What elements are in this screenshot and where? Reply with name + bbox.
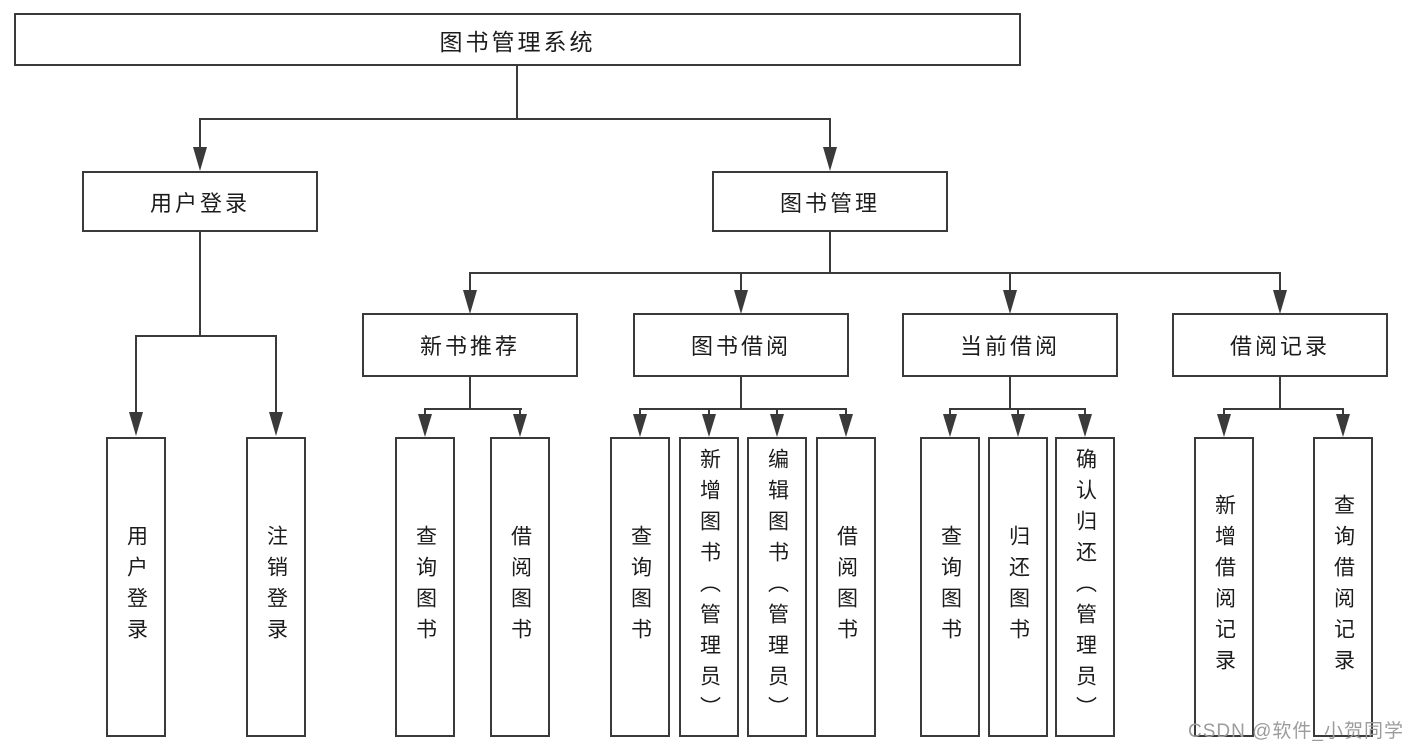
leaf-borrow-add-books-admin-label: 新增图书（管理员）: [697, 447, 721, 727]
leaf-recommend-borrow-books-label: 借阅图书: [508, 525, 532, 649]
connector-line: [1009, 272, 1011, 291]
node-book-borrow: 图书借阅: [633, 313, 849, 377]
leaf-borrow-edit-books-admin: 编辑图书（管理员）: [747, 437, 807, 737]
connector-line: [708, 408, 710, 416]
connector-line: [1017, 408, 1019, 416]
connector-line: [949, 408, 951, 416]
connector-line: [1009, 377, 1011, 410]
connector-line: [639, 408, 847, 410]
connector-line: [740, 272, 742, 291]
connector-arrow-down: [1273, 290, 1287, 314]
connector-arrow-down: [770, 414, 784, 437]
leaf-records-add-record: 新增借阅记录: [1194, 437, 1254, 737]
leaf-recommend-borrow-books: 借阅图书: [490, 437, 550, 737]
connector-line: [519, 408, 521, 416]
leaf-records-add-record-label: 新增借阅记录: [1212, 494, 1236, 680]
connector-line: [469, 272, 471, 291]
node-book-management-label: 图书管理: [779, 190, 880, 216]
connector-line: [469, 377, 471, 410]
leaf-current-query-books-label: 查询图书: [938, 525, 962, 649]
connector-line: [1084, 408, 1086, 416]
node-current-borrow: 当前借阅: [902, 313, 1118, 377]
connector-line: [639, 408, 641, 416]
connector-line: [199, 118, 831, 120]
connector-line: [135, 335, 277, 337]
leaf-current-return-books-label: 归还图书: [1006, 525, 1030, 649]
node-current-borrow-label: 当前借阅: [959, 334, 1060, 359]
leaf-borrow-borrow-books: 借阅图书: [816, 437, 876, 737]
node-borrow-records: 借阅记录: [1172, 313, 1388, 377]
connector-line: [199, 232, 201, 337]
node-book-borrow-label: 图书借阅: [690, 334, 791, 359]
node-new-book-recommend: 新书推荐: [362, 313, 578, 377]
leaf-logout: 注销登录: [246, 437, 306, 737]
connector-arrow-down: [1011, 414, 1025, 437]
leaf-recommend-query-books-label: 查询图书: [413, 525, 437, 649]
connector-arrow-down: [823, 147, 837, 171]
leaf-borrow-add-books-admin: 新增图书（管理员）: [679, 437, 739, 737]
leaf-borrow-borrow-books-label: 借阅图书: [834, 525, 858, 649]
connector-arrow-down: [418, 414, 432, 437]
node-borrow-records-label: 借阅记录: [1229, 334, 1330, 359]
connector-arrow-down: [702, 414, 716, 437]
connector-arrow-down: [839, 414, 853, 437]
connector-line: [275, 335, 277, 413]
connector-arrow-down: [513, 414, 527, 437]
connector-line: [1279, 377, 1281, 410]
node-book-management: 图书管理: [712, 171, 948, 232]
connector-arrow-down: [1003, 290, 1017, 314]
connector-line: [829, 232, 831, 274]
connector-line: [776, 408, 778, 416]
connector-line: [740, 377, 742, 410]
leaf-recommend-query-books: 查询图书: [395, 437, 455, 737]
leaf-user-login-label: 用户登录: [124, 525, 148, 649]
connector-arrow-down: [1217, 414, 1231, 437]
leaf-logout-label: 注销登录: [264, 525, 288, 649]
leaf-records-query-record: 查询借阅记录: [1313, 437, 1373, 737]
node-library-system: 图书管理系统: [14, 13, 1021, 66]
node-library-system-label: 图书管理系统: [439, 28, 596, 55]
node-user-login: 用户登录: [82, 171, 318, 232]
connector-arrow-down: [734, 290, 748, 314]
connector-arrow-down: [129, 412, 143, 436]
node-new-book-recommend-label: 新书推荐: [419, 334, 520, 359]
connector-arrow-down: [943, 414, 957, 437]
leaf-current-return-books: 归还图书: [988, 437, 1048, 737]
connector-line: [516, 66, 518, 119]
connector-arrow-down: [193, 147, 207, 171]
leaf-borrow-query-books: 查询图书: [610, 437, 670, 737]
connector-line: [845, 408, 847, 416]
connector-line: [424, 408, 426, 416]
leaf-current-confirm-return-admin: 确认归还（管理员）: [1055, 437, 1115, 737]
connector-arrow-down: [269, 412, 283, 436]
leaf-current-confirm-return-admin-label: 确认归还（管理员）: [1073, 447, 1097, 727]
connector-arrow-down: [633, 414, 647, 437]
connector-line: [1279, 272, 1281, 291]
connector-arrow-down: [1336, 414, 1350, 437]
connector-line: [135, 335, 137, 413]
connector-line: [829, 118, 831, 148]
watermark: CSDN @软件_小贺同学: [1188, 721, 1404, 742]
leaf-records-query-record-label: 查询借阅记录: [1331, 494, 1355, 680]
connector-line: [1342, 408, 1344, 416]
leaf-borrow-edit-books-admin-label: 编辑图书（管理员）: [765, 447, 789, 727]
leaf-borrow-query-books-label: 查询图书: [628, 525, 652, 649]
leaf-user-login: 用户登录: [106, 437, 166, 737]
connector-line: [424, 408, 522, 410]
leaf-current-query-books: 查询图书: [920, 437, 980, 737]
connector-arrow-down: [1078, 414, 1092, 437]
connector-line: [1223, 408, 1225, 416]
connector-arrow-down: [463, 290, 477, 314]
connector-line: [469, 272, 1281, 274]
connector-line: [1223, 408, 1344, 410]
connector-line: [199, 118, 201, 148]
node-user-login-label: 用户登录: [149, 190, 250, 216]
